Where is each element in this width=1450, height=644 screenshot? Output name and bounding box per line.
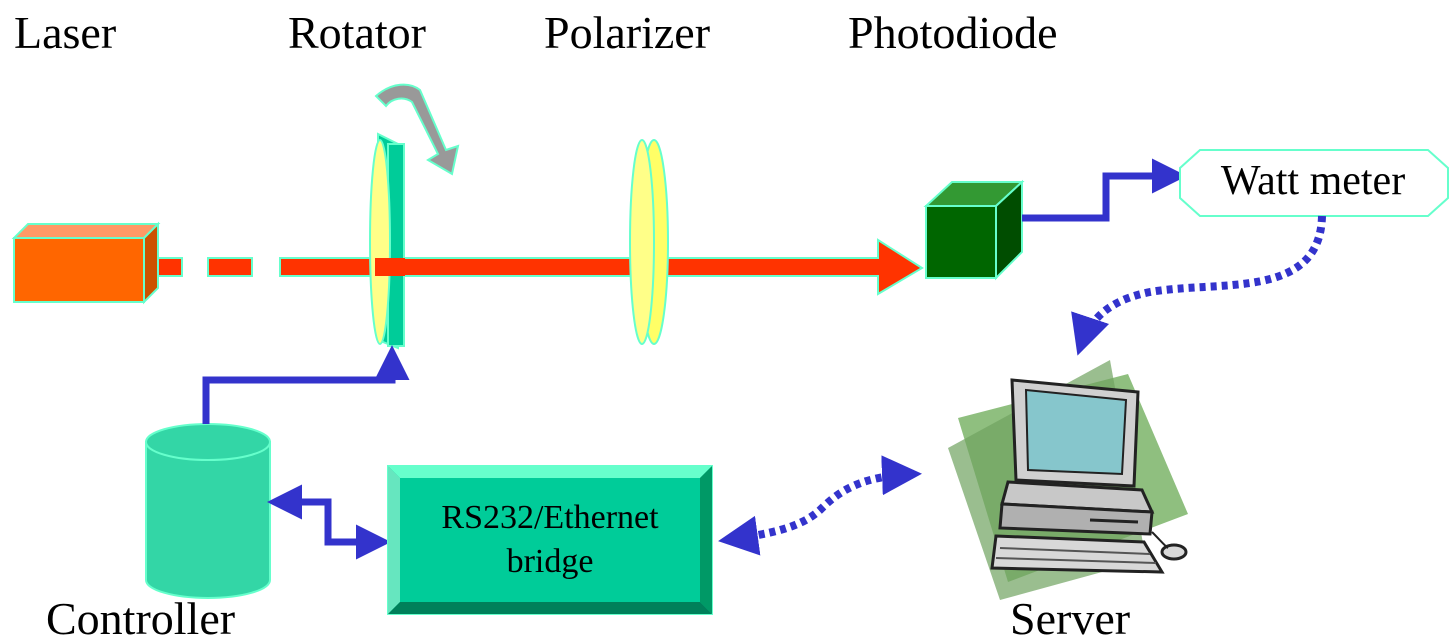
controller-to-rotator-line: [202, 345, 410, 424]
laser-beam-dashed: [157, 257, 381, 277]
rs232-ethernet-bridge-box: [387, 465, 713, 615]
rotator-waveplate: [369, 132, 405, 350]
watt-meter-label: Watt meter: [1220, 158, 1406, 204]
controller-label: Controller: [46, 593, 236, 644]
laser-label: Laser: [14, 7, 117, 58]
controller-bridge-line: [267, 484, 391, 560]
bridge-server-link: [718, 455, 922, 556]
controller-cylinder: [145, 423, 271, 599]
laser-device: [11, 221, 161, 305]
polarizer-label: Polarizer: [544, 7, 711, 58]
bridge-label: RS232/Ethernet bridge: [400, 496, 700, 584]
rotation-arrow: [374, 83, 460, 176]
server-label: Server: [1010, 593, 1131, 644]
bridge-label-line1: RS232/Ethernet: [441, 499, 659, 536]
bridge-label-line2: bridge: [506, 543, 594, 580]
polarizer-lens: [629, 139, 669, 345]
photodiode-cube: [923, 179, 1025, 281]
meter-to-server-link: [1071, 215, 1326, 356]
server-computer: [948, 360, 1188, 600]
mouse-cable: [1151, 531, 1169, 549]
photodiode-label: Photodiode: [848, 7, 1058, 58]
photodiode-to-meter-line: [1022, 158, 1187, 222]
watt-meter-box: [1179, 149, 1449, 217]
rotator-label: Rotator: [288, 7, 426, 58]
